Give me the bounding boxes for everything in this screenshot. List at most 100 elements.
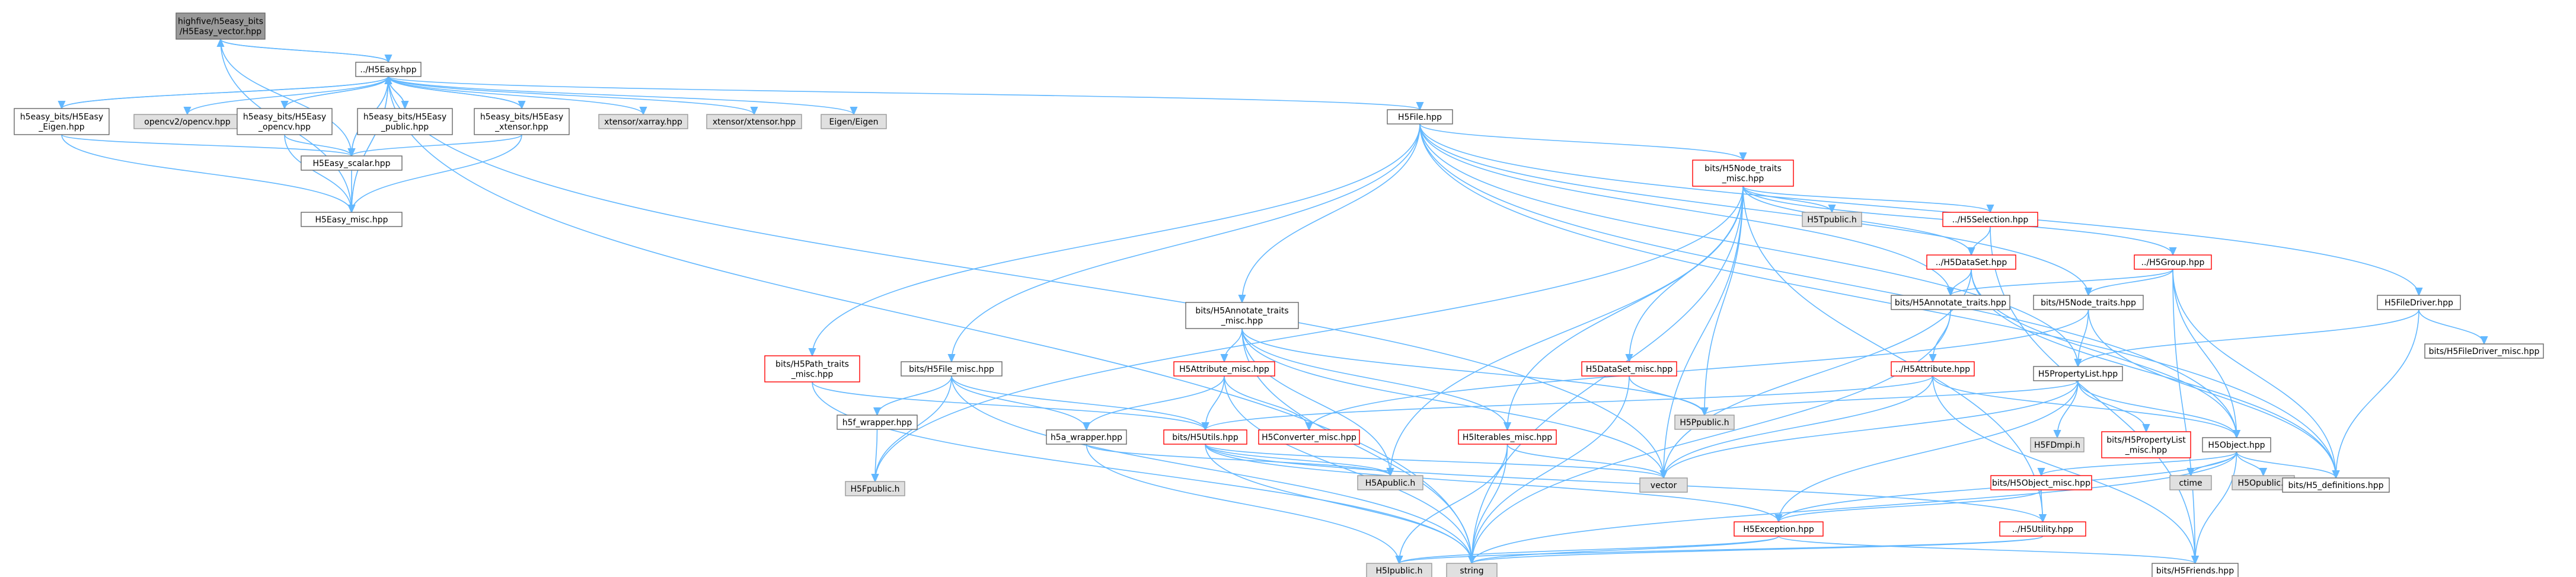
node-label: bits/H5Annotate_traits.hpp bbox=[1895, 298, 2006, 308]
edge-line bbox=[61, 134, 352, 212]
node-h5file[interactable]: H5File.hpp bbox=[1387, 109, 1453, 125]
node-h5attribute[interactable]: ../H5Attribute.hpp bbox=[1891, 361, 1975, 377]
edge-h5group-to-node_traits bbox=[2089, 269, 2173, 295]
edge-h5group-to-h5object bbox=[2172, 269, 2237, 438]
node-node_traits[interactable]: bits/H5Node_traits.hpp bbox=[2033, 295, 2144, 310]
edge-h5attribute-to-h5utils bbox=[1205, 375, 1933, 430]
edge-node_traits-to-proplist bbox=[2078, 309, 2089, 366]
node-label: ../H5DataSet.hpp bbox=[1936, 258, 2007, 267]
node-h5ppublic: H5Ppublic.h bbox=[1674, 415, 1735, 430]
edge-line bbox=[1399, 535, 1779, 563]
node-filedriver[interactable]: H5FileDriver.hpp bbox=[2377, 295, 2461, 310]
node-label: bits/H5FileDriver_misc.hpp bbox=[2429, 347, 2540, 356]
edge-line bbox=[2418, 309, 2484, 344]
node-annotate_traits[interactable]: bits/H5Annotate_traits.hpp bbox=[1891, 295, 2010, 310]
edge-line bbox=[1742, 186, 2043, 522]
node-h5f_wrapper[interactable]: h5f_wrapper.hpp bbox=[837, 415, 918, 430]
edge-line bbox=[1419, 123, 2078, 366]
node-eigen_bits[interactable]: h5easy_bits/H5Easy_Eigen.hpp bbox=[14, 108, 110, 135]
edge-h5utils-to-h5exception bbox=[1205, 444, 1779, 522]
edge-h5node_traits_misc-to-h5fpublic bbox=[875, 186, 1744, 482]
edge-h5selection-to-h5dataset bbox=[1971, 226, 1991, 255]
edge-proplist-to-h5exception bbox=[1779, 380, 2079, 522]
node-box bbox=[1802, 212, 1862, 227]
node-proplist_misc[interactable]: bits/H5PropertyList_misc.hpp bbox=[2101, 431, 2191, 458]
node-annotate_traits_misc[interactable]: bits/H5Annotate_traits_misc.hpp bbox=[1185, 302, 1299, 329]
edge-line bbox=[1472, 375, 1630, 563]
edge-dataset_misc-to-string bbox=[1472, 375, 1630, 563]
node-h5dataset[interactable]: ../H5DataSet.hpp bbox=[1926, 254, 2016, 270]
node-opencv_ext: opencv2/opencv.hpp bbox=[133, 114, 241, 129]
node-h5selection[interactable]: ../H5Selection.hpp bbox=[1942, 212, 2038, 227]
edge-line bbox=[1390, 186, 1744, 476]
node-label: bits/H5Friends.hpp bbox=[2156, 566, 2234, 576]
node-box bbox=[2033, 366, 2123, 381]
node-box bbox=[14, 108, 110, 135]
edge-xtensor_bits-to-scalar bbox=[352, 134, 522, 156]
edge-line bbox=[2236, 451, 2264, 476]
node-misc[interactable]: H5Easy_misc.hpp bbox=[301, 212, 403, 227]
edge-node_traits-to-converter_misc bbox=[1309, 309, 2089, 430]
node-h5utils[interactable]: bits/H5Utils.hpp bbox=[1163, 429, 1247, 445]
node-label: H5Converter_misc.hpp bbox=[1262, 433, 1356, 442]
node-iterables_misc[interactable]: H5Iterables_misc.hpp bbox=[1458, 429, 1557, 445]
node-converter_misc[interactable]: H5Converter_misc.hpp bbox=[1258, 429, 1360, 445]
node-object_misc[interactable]: bits/H5Object_misc.hpp bbox=[1990, 475, 2092, 490]
edge-h5file-to-h5_definitions bbox=[1419, 123, 2336, 478]
node-h5object[interactable]: H5Object.hpp bbox=[2202, 437, 2271, 452]
node-label: H5Easy_misc.hpp bbox=[315, 215, 388, 225]
node-h5easy[interactable]: ../H5Easy.hpp bbox=[355, 62, 422, 77]
node-label: _Eigen.hpp bbox=[38, 123, 84, 132]
edge-line bbox=[1205, 444, 1779, 522]
edge-h5group-to-annotate_traits bbox=[1951, 269, 2173, 295]
edge-h5file-to-node_traits bbox=[1419, 123, 2089, 295]
edge-h5f_wrapper-to-h5fpublic bbox=[875, 429, 877, 482]
node-label: opencv2/opencv.hpp bbox=[144, 117, 231, 127]
edge-line bbox=[1419, 123, 2089, 295]
node-label: H5Apublic.h bbox=[1365, 479, 1415, 488]
node-label: H5DataSet_misc.hpp bbox=[1586, 365, 1673, 374]
node-file_misc[interactable]: bits/H5File_misc.hpp bbox=[901, 361, 1003, 377]
node-filedriver_misc[interactable]: bits/H5FileDriver_misc.hpp bbox=[2424, 343, 2544, 359]
node-h5group[interactable]: ../H5Group.hpp bbox=[2134, 254, 2212, 270]
edge-line bbox=[1933, 309, 1951, 362]
node-label: H5Fpublic.h bbox=[851, 484, 900, 494]
edge-h5object-to-object_misc bbox=[2041, 451, 2237, 476]
edge-h5easy-to-vector bbox=[388, 76, 1664, 478]
node-opencv_bits[interactable]: h5easy_bits/H5Easy_opencv.hpp bbox=[237, 108, 333, 135]
edge-file_misc-to-h5a_wrapper bbox=[951, 375, 1087, 430]
edge-h5node_traits_misc-to-h5ppublic bbox=[1704, 186, 1744, 415]
node-box bbox=[1185, 302, 1299, 329]
node-h5a_wrapper[interactable]: h5a_wrapper.hpp bbox=[1046, 429, 1127, 445]
edge-misc-to-h5easy bbox=[351, 76, 388, 213]
node-ctime: ctime bbox=[2169, 475, 2212, 490]
node-path_traits_misc[interactable]: bits/H5Path_traits_misc.hpp bbox=[764, 355, 860, 382]
edge-line bbox=[1241, 328, 1472, 563]
edge-h5easy-to-xtensor_ext bbox=[388, 76, 754, 114]
node-label: ../H5Attribute.hpp bbox=[1895, 365, 1970, 374]
edge-line bbox=[2078, 309, 2089, 366]
node-box bbox=[845, 481, 905, 496]
edge-line bbox=[1472, 451, 2237, 563]
edge-line bbox=[1241, 328, 1508, 430]
node-proplist[interactable]: H5PropertyList.hpp bbox=[2033, 366, 2123, 381]
edge-line bbox=[221, 39, 389, 63]
node-h5exception[interactable]: H5Exception.hpp bbox=[1734, 521, 1824, 537]
node-h5utility[interactable]: ../H5Utility.hpp bbox=[1999, 521, 2086, 537]
node-scalar[interactable]: H5Easy_scalar.hpp bbox=[301, 155, 403, 171]
node-public_bits[interactable]: h5easy_bits/H5Easy_public.hpp bbox=[357, 108, 453, 135]
node-h5node_traits_misc[interactable]: bits/H5Node_traits_misc.hpp bbox=[1692, 160, 1794, 187]
node-h5_definitions[interactable]: bits/H5_definitions.hpp bbox=[2282, 477, 2390, 493]
edge-line bbox=[1664, 380, 2079, 478]
edge-h5object-to-h5_definitions bbox=[2236, 451, 2336, 478]
node-attribute_misc[interactable]: H5Attribute_misc.hpp bbox=[1173, 361, 1275, 377]
node-label: vector bbox=[1651, 481, 1677, 490]
node-xtensor_bits[interactable]: h5easy_bits/H5Easy_xtensor.hpp bbox=[474, 108, 570, 135]
node-dataset_misc[interactable]: H5DataSet_misc.hpp bbox=[1581, 361, 1677, 377]
edge-line bbox=[1951, 269, 1972, 295]
edge-line bbox=[1506, 444, 1664, 478]
node-label: H5Exception.hpp bbox=[1743, 525, 1814, 534]
edge-line bbox=[1224, 375, 1472, 563]
edge-line bbox=[1779, 380, 2079, 522]
node-h5friends[interactable]: bits/H5Friends.hpp bbox=[2152, 563, 2239, 577]
